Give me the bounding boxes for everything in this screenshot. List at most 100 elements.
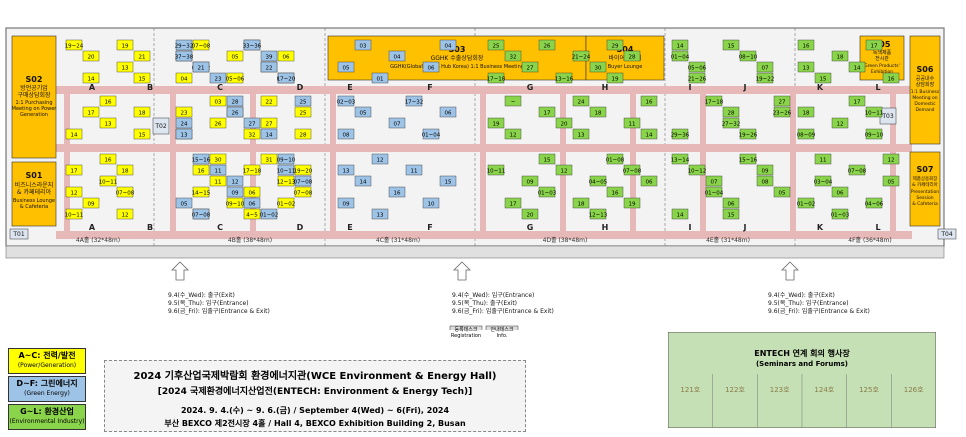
booth[interactable]: 25: [487, 39, 505, 51]
booth[interactable]: 10: [422, 197, 440, 209]
booth[interactable]: 28: [226, 95, 244, 107]
booth[interactable]: 15~16: [739, 153, 758, 165]
booth[interactable]: 12~13: [277, 175, 296, 187]
booth[interactable]: 10~11: [99, 175, 118, 187]
booth[interactable]: 14: [640, 128, 658, 140]
booth[interactable]: 15: [538, 153, 556, 165]
booth[interactable]: 05~06: [688, 61, 707, 73]
booth[interactable]: 20: [555, 117, 573, 129]
booth[interactable]: 04~06: [865, 197, 884, 209]
booth[interactable]: 06: [422, 61, 440, 73]
booth[interactable]: 14: [82, 72, 100, 84]
booth[interactable]: 22: [260, 95, 278, 107]
booth[interactable]: 16: [797, 39, 815, 51]
seminar-room[interactable]: 122호: [725, 386, 745, 394]
booth[interactable]: 21~26: [688, 72, 707, 84]
booth[interactable]: 14: [848, 61, 866, 73]
booth[interactable]: 37~38: [175, 50, 194, 62]
booth[interactable]: 21: [133, 50, 151, 62]
seminar-room[interactable]: 121호: [680, 386, 700, 394]
booth[interactable]: 30: [209, 153, 227, 165]
booth[interactable]: 29~32: [175, 39, 194, 51]
booth[interactable]: 09~10: [226, 197, 245, 209]
booth[interactable]: 09: [226, 186, 244, 198]
booth[interactable]: 05: [337, 61, 355, 73]
booth[interactable]: 18: [589, 106, 607, 118]
booth[interactable]: 06: [640, 175, 658, 187]
booth[interactable]: 15: [722, 39, 740, 51]
booth[interactable]: 01~03: [538, 186, 557, 198]
booth[interactable]: 18: [572, 197, 590, 209]
booth[interactable]: 14~15: [192, 186, 211, 198]
booth[interactable]: 27: [773, 95, 791, 107]
booth[interactable]: 17~20: [277, 72, 296, 84]
booth[interactable]: 13~14: [671, 153, 690, 165]
booth[interactable]: 4~5: [243, 208, 261, 220]
booth[interactable]: 09~10: [865, 128, 884, 140]
booth[interactable]: 17: [848, 95, 866, 107]
booth[interactable]: 01~04: [422, 128, 441, 140]
booth[interactable]: 24: [572, 95, 590, 107]
booth[interactable]: 25: [294, 106, 312, 118]
booth[interactable]: 14: [671, 39, 689, 51]
booth[interactable]: 07: [705, 175, 723, 187]
seminar-area[interactable]: ENTECH 연계 회의 행사장 (Seminars and Forums) 1…: [668, 332, 936, 428]
booth[interactable]: 19~24: [65, 39, 84, 51]
booth[interactable]: 14: [260, 128, 278, 140]
booth[interactable]: 25: [294, 95, 312, 107]
booth[interactable]: 05: [226, 50, 244, 62]
booth[interactable]: 01~04: [671, 50, 690, 62]
booth[interactable]: 16: [606, 186, 624, 198]
booth[interactable]: 24: [175, 117, 193, 129]
booth[interactable]: 33~36: [243, 39, 262, 51]
booth[interactable]: 17~32: [405, 95, 424, 107]
booth[interactable]: 22: [260, 61, 278, 73]
booth[interactable]: 19~22: [756, 72, 775, 84]
booth[interactable]: 28: [623, 50, 641, 62]
booth[interactable]: 05: [773, 186, 791, 198]
booth[interactable]: 05: [882, 175, 900, 187]
booth[interactable]: 30: [589, 61, 607, 73]
booth[interactable]: 07~08: [192, 39, 211, 51]
booth[interactable]: 17~18: [487, 72, 506, 84]
booth[interactable]: 23: [175, 106, 193, 118]
booth[interactable]: 07: [756, 61, 774, 73]
booth[interactable]: 10~11: [65, 208, 84, 220]
booth[interactable]: 04: [175, 72, 193, 84]
booth[interactable]: 17: [504, 197, 522, 209]
booth[interactable]: 19~20: [294, 164, 313, 176]
booth[interactable]: 16: [99, 95, 117, 107]
booth[interactable]: 11: [623, 117, 641, 129]
booth[interactable]: 07~08: [294, 186, 313, 198]
booth[interactable]: 17: [82, 106, 100, 118]
booth[interactable]: 19: [623, 197, 641, 209]
booth[interactable]: 01~02: [797, 197, 816, 209]
booth[interactable]: 09: [337, 197, 355, 209]
booth[interactable]: 11: [405, 164, 423, 176]
booth[interactable]: 01~02: [277, 197, 296, 209]
booth[interactable]: 03: [354, 39, 372, 51]
booth[interactable]: 12~13: [589, 208, 608, 220]
booth[interactable]: 11: [209, 164, 227, 176]
registration-desk[interactable]: [449, 325, 483, 330]
booth[interactable]: 16: [882, 72, 900, 84]
booth[interactable]: 26: [538, 39, 556, 51]
booth[interactable]: 13: [175, 128, 193, 140]
booth[interactable]: 08: [756, 175, 774, 187]
booth[interactable]: 03~04: [814, 175, 833, 187]
booth[interactable]: 04~05: [589, 175, 608, 187]
booth[interactable]: 13: [99, 117, 117, 129]
booth[interactable]: 07~08: [294, 175, 313, 187]
booth[interactable]: 21~24: [572, 50, 591, 62]
booth[interactable]: 13: [116, 61, 134, 73]
seminar-room[interactable]: 123호: [770, 386, 790, 394]
booth[interactable]: 15: [814, 72, 832, 84]
booth[interactable]: 18: [797, 106, 815, 118]
booth[interactable]: 06: [439, 106, 457, 118]
booth[interactable]: 15~16: [192, 153, 211, 165]
booth[interactable]: 27: [243, 117, 261, 129]
seminar-room[interactable]: 125호: [859, 386, 879, 394]
booth[interactable]: 09: [82, 197, 100, 209]
booth[interactable]: 08~10: [739, 50, 758, 62]
booth[interactable]: 19~26: [739, 128, 758, 140]
